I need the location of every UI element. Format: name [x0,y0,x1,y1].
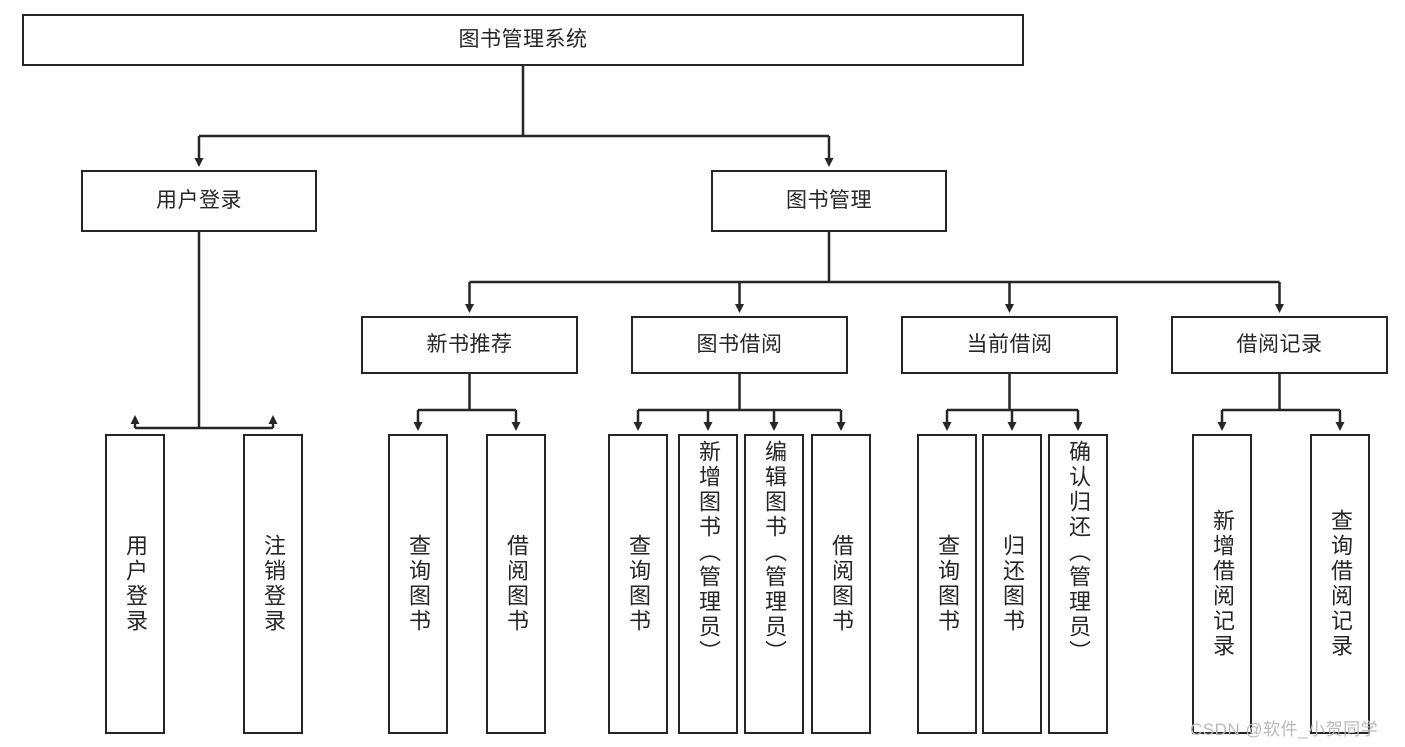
node-label: 借阅图书 [504,534,529,634]
node-leaf-bb-query: 查询图书 [608,434,668,734]
node-label: 查询图书 [935,534,960,634]
node-current-borrow: 当前借阅 [901,316,1118,374]
node-label: 用户登录 [156,188,242,212]
node-leaf-bb-add: 新增图书（管理员） [678,434,738,734]
node-root: 图书管理系统 [22,14,1024,66]
csdn-watermark: CSDN @软件_小贺同学 [1190,720,1379,739]
node-leaf-user-login: 用户登录 [105,434,165,734]
node-new-book-rec: 新书推荐 [361,316,578,374]
node-label: 借阅图书 [829,534,854,634]
node-label: 查询借阅记录 [1328,509,1353,659]
node-label: 图书管理系统 [458,27,588,51]
node-label: 当前借阅 [966,332,1053,356]
node-leaf-cb-query: 查询图书 [917,434,977,734]
node-label: 注销登录 [261,534,286,634]
node-leaf-br-add: 新增借阅记录 [1192,434,1252,734]
node-label: 新书推荐 [426,332,513,356]
node-label: 借阅记录 [1236,332,1323,356]
node-leaf-user-logout: 注销登录 [243,434,303,734]
node-label: 归还图书 [1000,534,1025,634]
node-label: 用户登录 [123,534,148,634]
node-book-manage: 图书管理 [711,170,947,232]
node-label: 查询图书 [626,534,651,634]
node-borrow-record: 借阅记录 [1171,316,1388,374]
node-label: 图书借阅 [696,332,783,356]
node-label: 查询图书 [406,534,431,634]
node-label: 图书管理 [786,188,872,212]
node-leaf-bb-borrow: 借阅图书 [811,434,871,734]
node-label: 编辑图书（管理员） [762,440,787,665]
node-label: 新增借阅记录 [1210,509,1235,659]
node-leaf-rec-borrow: 借阅图书 [486,434,546,734]
node-leaf-cb-return: 归还图书 [982,434,1042,734]
node-leaf-br-query: 查询借阅记录 [1310,434,1370,734]
node-user-login: 用户登录 [81,170,317,232]
node-label: 新增图书（管理员） [696,440,721,665]
node-book-borrow: 图书借阅 [631,316,848,374]
node-leaf-bb-edit: 编辑图书（管理员） [744,434,804,734]
node-label: 确认归还（管理员） [1066,440,1091,665]
node-leaf-rec-query: 查询图书 [388,434,448,734]
node-leaf-cb-confirm: 确认归还（管理员） [1048,434,1108,734]
